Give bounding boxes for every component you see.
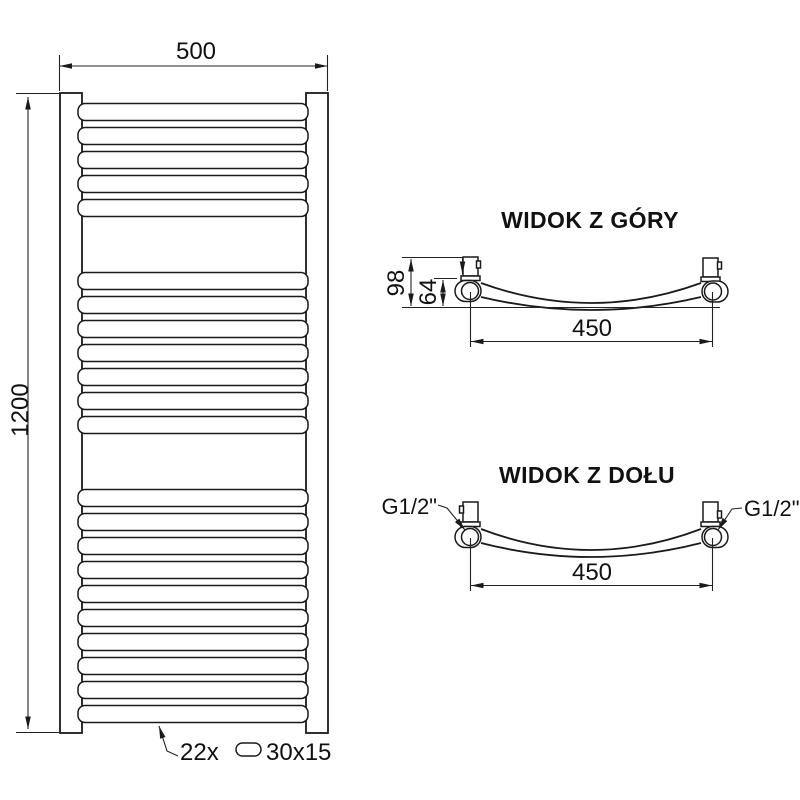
rung [77, 512, 309, 532]
inner-depth-dimension: 64 [415, 258, 466, 306]
left-connection-label: G1/2" [381, 494, 437, 519]
rung [77, 704, 309, 724]
spacing-dimension-bottom: 450 [469, 538, 714, 591]
rung [77, 150, 309, 170]
right-end-assembly [700, 257, 729, 303]
width-dimension: 500 [58, 38, 329, 91]
rung [77, 488, 309, 508]
radiator-body [59, 92, 329, 734]
height-label: 1200 [7, 383, 34, 436]
rung-size-label: 30x15 [266, 739, 331, 766]
rung [77, 102, 309, 122]
spacing-label-bottom: 450 [572, 559, 612, 586]
spacing-label-top: 450 [572, 315, 612, 342]
rung [77, 608, 309, 628]
leader-line [158, 725, 179, 757]
tube-outline [480, 296, 702, 311]
rung [77, 343, 309, 363]
width-label: 500 [176, 38, 216, 65]
right-connection-label: G1/2" [744, 496, 800, 521]
rung [77, 536, 309, 556]
top-view: WIDOK Z GÓRY 98 [383, 206, 729, 347]
depth-label: 98 [383, 270, 410, 297]
tube-outline [480, 542, 702, 558]
front-view: 500 1200 22x 30x15 [7, 38, 331, 766]
rung [77, 391, 309, 411]
rung [77, 367, 309, 387]
connector-notch [716, 261, 723, 270]
rung [77, 198, 309, 218]
rung [77, 295, 309, 315]
tube-outline [480, 282, 702, 304]
left-end-assembly [454, 501, 482, 549]
rung-count-label: 22x [180, 739, 219, 766]
rung-note: 22x 30x15 [158, 725, 331, 766]
rung [77, 560, 309, 580]
left-end-assembly [454, 256, 482, 303]
rung [77, 632, 309, 652]
bottom-view: WIDOK Z DOŁU G1/2" G1/2" [381, 462, 800, 591]
rung [77, 656, 309, 676]
connector-notch [716, 510, 723, 519]
tube-outline [480, 528, 702, 551]
bottom-view-title: WIDOK Z DOŁU [499, 462, 675, 488]
left-collector-tube [59, 92, 83, 734]
rung [77, 680, 309, 700]
rung [77, 319, 309, 339]
top-view-title: WIDOK Z GÓRY [501, 206, 679, 233]
rung [77, 174, 309, 194]
rung [77, 415, 309, 435]
spacing-dimension-top: 450 [469, 292, 714, 347]
leader-line [437, 504, 466, 531]
rung [77, 584, 309, 604]
right-collector-tube [305, 92, 329, 734]
inner-depth-label: 64 [415, 279, 442, 306]
right-connection-callout: G1/2" [717, 496, 800, 531]
rung [77, 271, 309, 291]
rung-set [77, 102, 309, 724]
right-connector-block [702, 501, 719, 523]
connector-notch [475, 260, 482, 269]
oval-profile-icon [235, 742, 262, 757]
connector-notch [458, 505, 465, 514]
right-connector-block [702, 257, 719, 278]
left-connector-block [462, 501, 479, 523]
leader-line [717, 507, 743, 531]
height-dimension: 1200 [7, 92, 59, 734]
rung [77, 126, 309, 146]
depth-dimension: 98 [383, 256, 720, 309]
right-end-assembly [700, 501, 729, 549]
left-connection-callout: G1/2" [381, 494, 466, 531]
